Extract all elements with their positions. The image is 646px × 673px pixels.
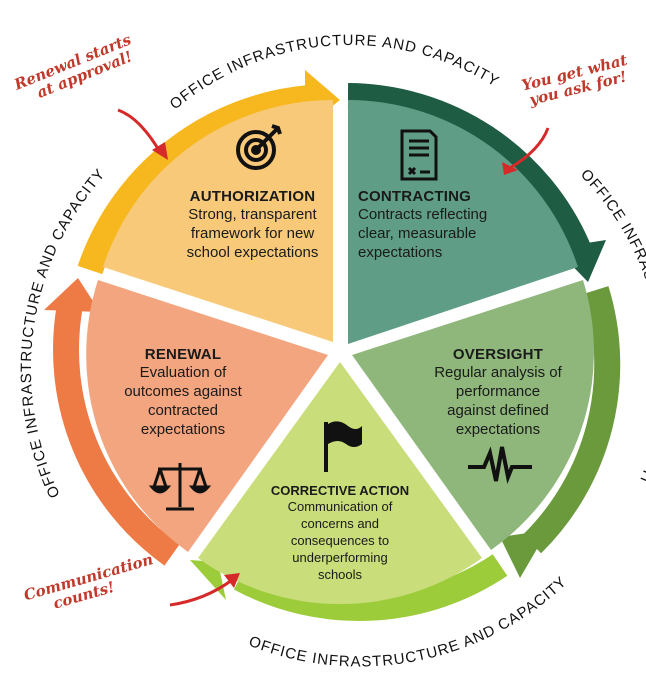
segment-corrective: [198, 362, 482, 605]
segment-authorization: [103, 100, 333, 342]
contracting-desc-1: Contracts reflecting: [358, 206, 488, 223]
pulse-icon: [468, 446, 532, 484]
contracting-desc-3: expectations: [358, 244, 443, 261]
arc-arrow-green: [522, 286, 621, 554]
authorization-title: AUTHORIZATION: [189, 188, 316, 205]
renewal-desc-3: contracted: [147, 402, 219, 419]
authorization-desc-3: school expectations: [186, 244, 319, 261]
segment-renewal: [86, 280, 329, 552]
target-icon: [236, 124, 282, 170]
document-icon: [400, 129, 438, 181]
scales-icon: [148, 463, 212, 511]
arc-arrowhead-green: [500, 530, 548, 578]
contracting-desc-2: clear, measurable: [358, 225, 477, 242]
corrective-title: CORRECTIVE ACTION: [270, 483, 410, 498]
corrective-desc-4: underperforming: [292, 550, 388, 565]
note-arrow-communication: [169, 573, 240, 607]
renewal-desc-4: expectations: [140, 421, 226, 438]
note-arrow-renewal: [117, 108, 168, 160]
arc-arrow-darkgreen: [347, 83, 590, 254]
contracting-text: CONTRACTING Contracts reflecting clear, …: [358, 188, 538, 262]
corrective-desc-1: Communication of: [287, 499, 393, 514]
renewal-title: RENEWAL: [144, 346, 222, 363]
corrective-text: CORRECTIVE ACTION Communication of conce…: [258, 483, 422, 583]
flag-icon: [324, 421, 362, 472]
oversight-desc-4: expectations: [455, 421, 541, 438]
oversight-desc-2: performance: [455, 383, 541, 400]
arc-arrow-yellow: [77, 85, 312, 275]
renewal-text: RENEWAL Evaluation of outcomes against c…: [108, 346, 258, 439]
corrective-desc-5: schools: [317, 567, 363, 582]
contracting-title: CONTRACTING: [358, 188, 472, 205]
authorization-desc-2: framework for new: [190, 225, 315, 242]
oversight-title: OVERSIGHT: [452, 346, 544, 363]
authorization-desc-1: Strong, transparent: [188, 206, 317, 223]
oversight-text: OVERSIGHT Regular analysis of performanc…: [418, 346, 578, 439]
oversight-desc-1: Regular analysis of: [434, 364, 562, 381]
corrective-desc-3: consequences to: [290, 533, 390, 548]
arc-arrow-orange: [53, 302, 180, 566]
renewal-desc-1: Evaluation of: [139, 364, 227, 381]
corrective-desc-2: concerns and: [300, 516, 380, 531]
note-arrow-contract: [502, 127, 550, 175]
authorization-text: AUTHORIZATION Strong, transparent framew…: [140, 188, 365, 262]
arc-arrowhead-orange: [44, 278, 100, 312]
oversight-desc-3: against defined: [447, 402, 549, 419]
renewal-desc-2: outcomes against: [124, 383, 242, 400]
segment-oversight: [352, 280, 594, 550]
segment-contracting: [348, 100, 578, 344]
